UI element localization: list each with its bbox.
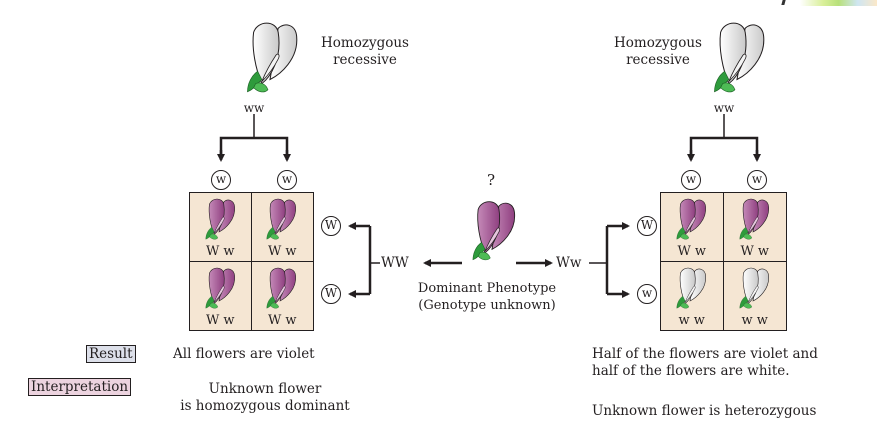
option-WW-label: WW <box>381 255 409 271</box>
offspring-genotype: W w <box>740 243 770 259</box>
flower-icon <box>247 22 298 93</box>
right-punnett-cell: W w <box>661 193 724 262</box>
offspring-flower-violet <box>262 196 298 244</box>
left-parent-genotype: ww <box>243 101 265 115</box>
left-parent-label: Homozygous recessive <box>305 35 425 69</box>
offspring-flower-white <box>735 265 771 313</box>
offspring-genotype: w w <box>678 313 705 328</box>
result-label: Result <box>86 345 136 363</box>
left-punnett-cell: W w <box>252 262 314 331</box>
left-punnett-square: W w W w W w W w <box>189 192 314 331</box>
right-result-text: Half of the flowers are violet and half … <box>592 346 818 380</box>
flower-icon <box>714 22 765 93</box>
unknown-caption-line2: (Genotype unknown) <box>418 298 556 313</box>
right-punnett-cell: w w <box>661 261 724 330</box>
unknown-caption: Dominant Phenotype (Genotype unknown) <box>404 280 570 314</box>
offspring-genotype: W w <box>267 243 297 259</box>
offspring-flower-violet <box>262 265 298 313</box>
right-row-gamete-2: w <box>637 284 657 304</box>
right-interpretation-text: Unknown flower is heterozygous <box>592 403 817 419</box>
offspring-flower-violet <box>735 196 771 244</box>
left-punnett-cell: W w <box>190 193 252 262</box>
offspring-genotype: W w <box>205 313 235 328</box>
offspring-flower-white <box>672 265 708 313</box>
left-punnett-cell: W w <box>190 261 252 330</box>
left-parent-label-line2: recessive <box>333 52 397 68</box>
left-parent-flower <box>238 18 302 100</box>
left-top-gamete-2: w <box>277 170 297 190</box>
left-top-gamete-1: w <box>211 170 231 190</box>
unknown-flower <box>466 193 518 271</box>
decorative-corner-strip <box>800 0 877 6</box>
left-row-gamete-2: W <box>321 284 341 304</box>
right-parent-flower <box>705 18 769 100</box>
unknown-question-mark: ? <box>487 171 496 189</box>
right-parent-label: Homozygous recessive <box>598 35 718 69</box>
offspring-genotype: W w <box>205 243 235 259</box>
unknown-caption-line1: Dominant Phenotype <box>417 281 557 296</box>
right-punnett-cell: W w <box>723 193 786 262</box>
left-interpretation-text: Unknown flower is homozygous dominant <box>155 381 375 415</box>
left-interpretation-line1: Unknown flower <box>208 381 322 397</box>
left-row-gamete-1: W <box>321 216 341 236</box>
offspring-genotype: W w <box>677 243 707 259</box>
right-top-gamete-1: w <box>681 170 701 190</box>
left-parent-branch-line <box>219 136 289 155</box>
flower-icon <box>472 201 515 261</box>
option-Ww-label: Ww <box>556 255 582 271</box>
right-result-line1: Half of the flowers are violet and <box>592 346 818 362</box>
right-parent-label-line2: recessive <box>626 52 690 68</box>
left-result-text: All flowers are violet <box>173 346 315 362</box>
right-parent-label-line1: Homozygous <box>614 35 702 51</box>
right-row-gamete-1: W <box>637 216 657 236</box>
offspring-flower-violet <box>672 196 708 244</box>
offspring-flower-violet <box>201 265 237 313</box>
offspring-genotype: w w <box>741 313 768 328</box>
right-parent-branch-line <box>689 136 759 155</box>
left-parent-label-line1: Homozygous <box>321 35 409 51</box>
left-interpretation-line2: is homozygous dominant <box>180 398 350 414</box>
right-punnett-cell: w w <box>724 262 787 331</box>
right-result-line2: half of the flowers are white. <box>592 363 790 379</box>
right-punnett-square: W w W w w w w w <box>660 192 787 331</box>
interpretation-label: Interpretation <box>28 378 132 396</box>
right-top-gamete-2: w <box>747 170 767 190</box>
offspring-flower-violet <box>201 196 237 244</box>
offspring-genotype: W w <box>267 313 297 328</box>
right-parent-genotype: ww <box>713 101 735 115</box>
left-punnett-cell: W w <box>251 193 313 262</box>
